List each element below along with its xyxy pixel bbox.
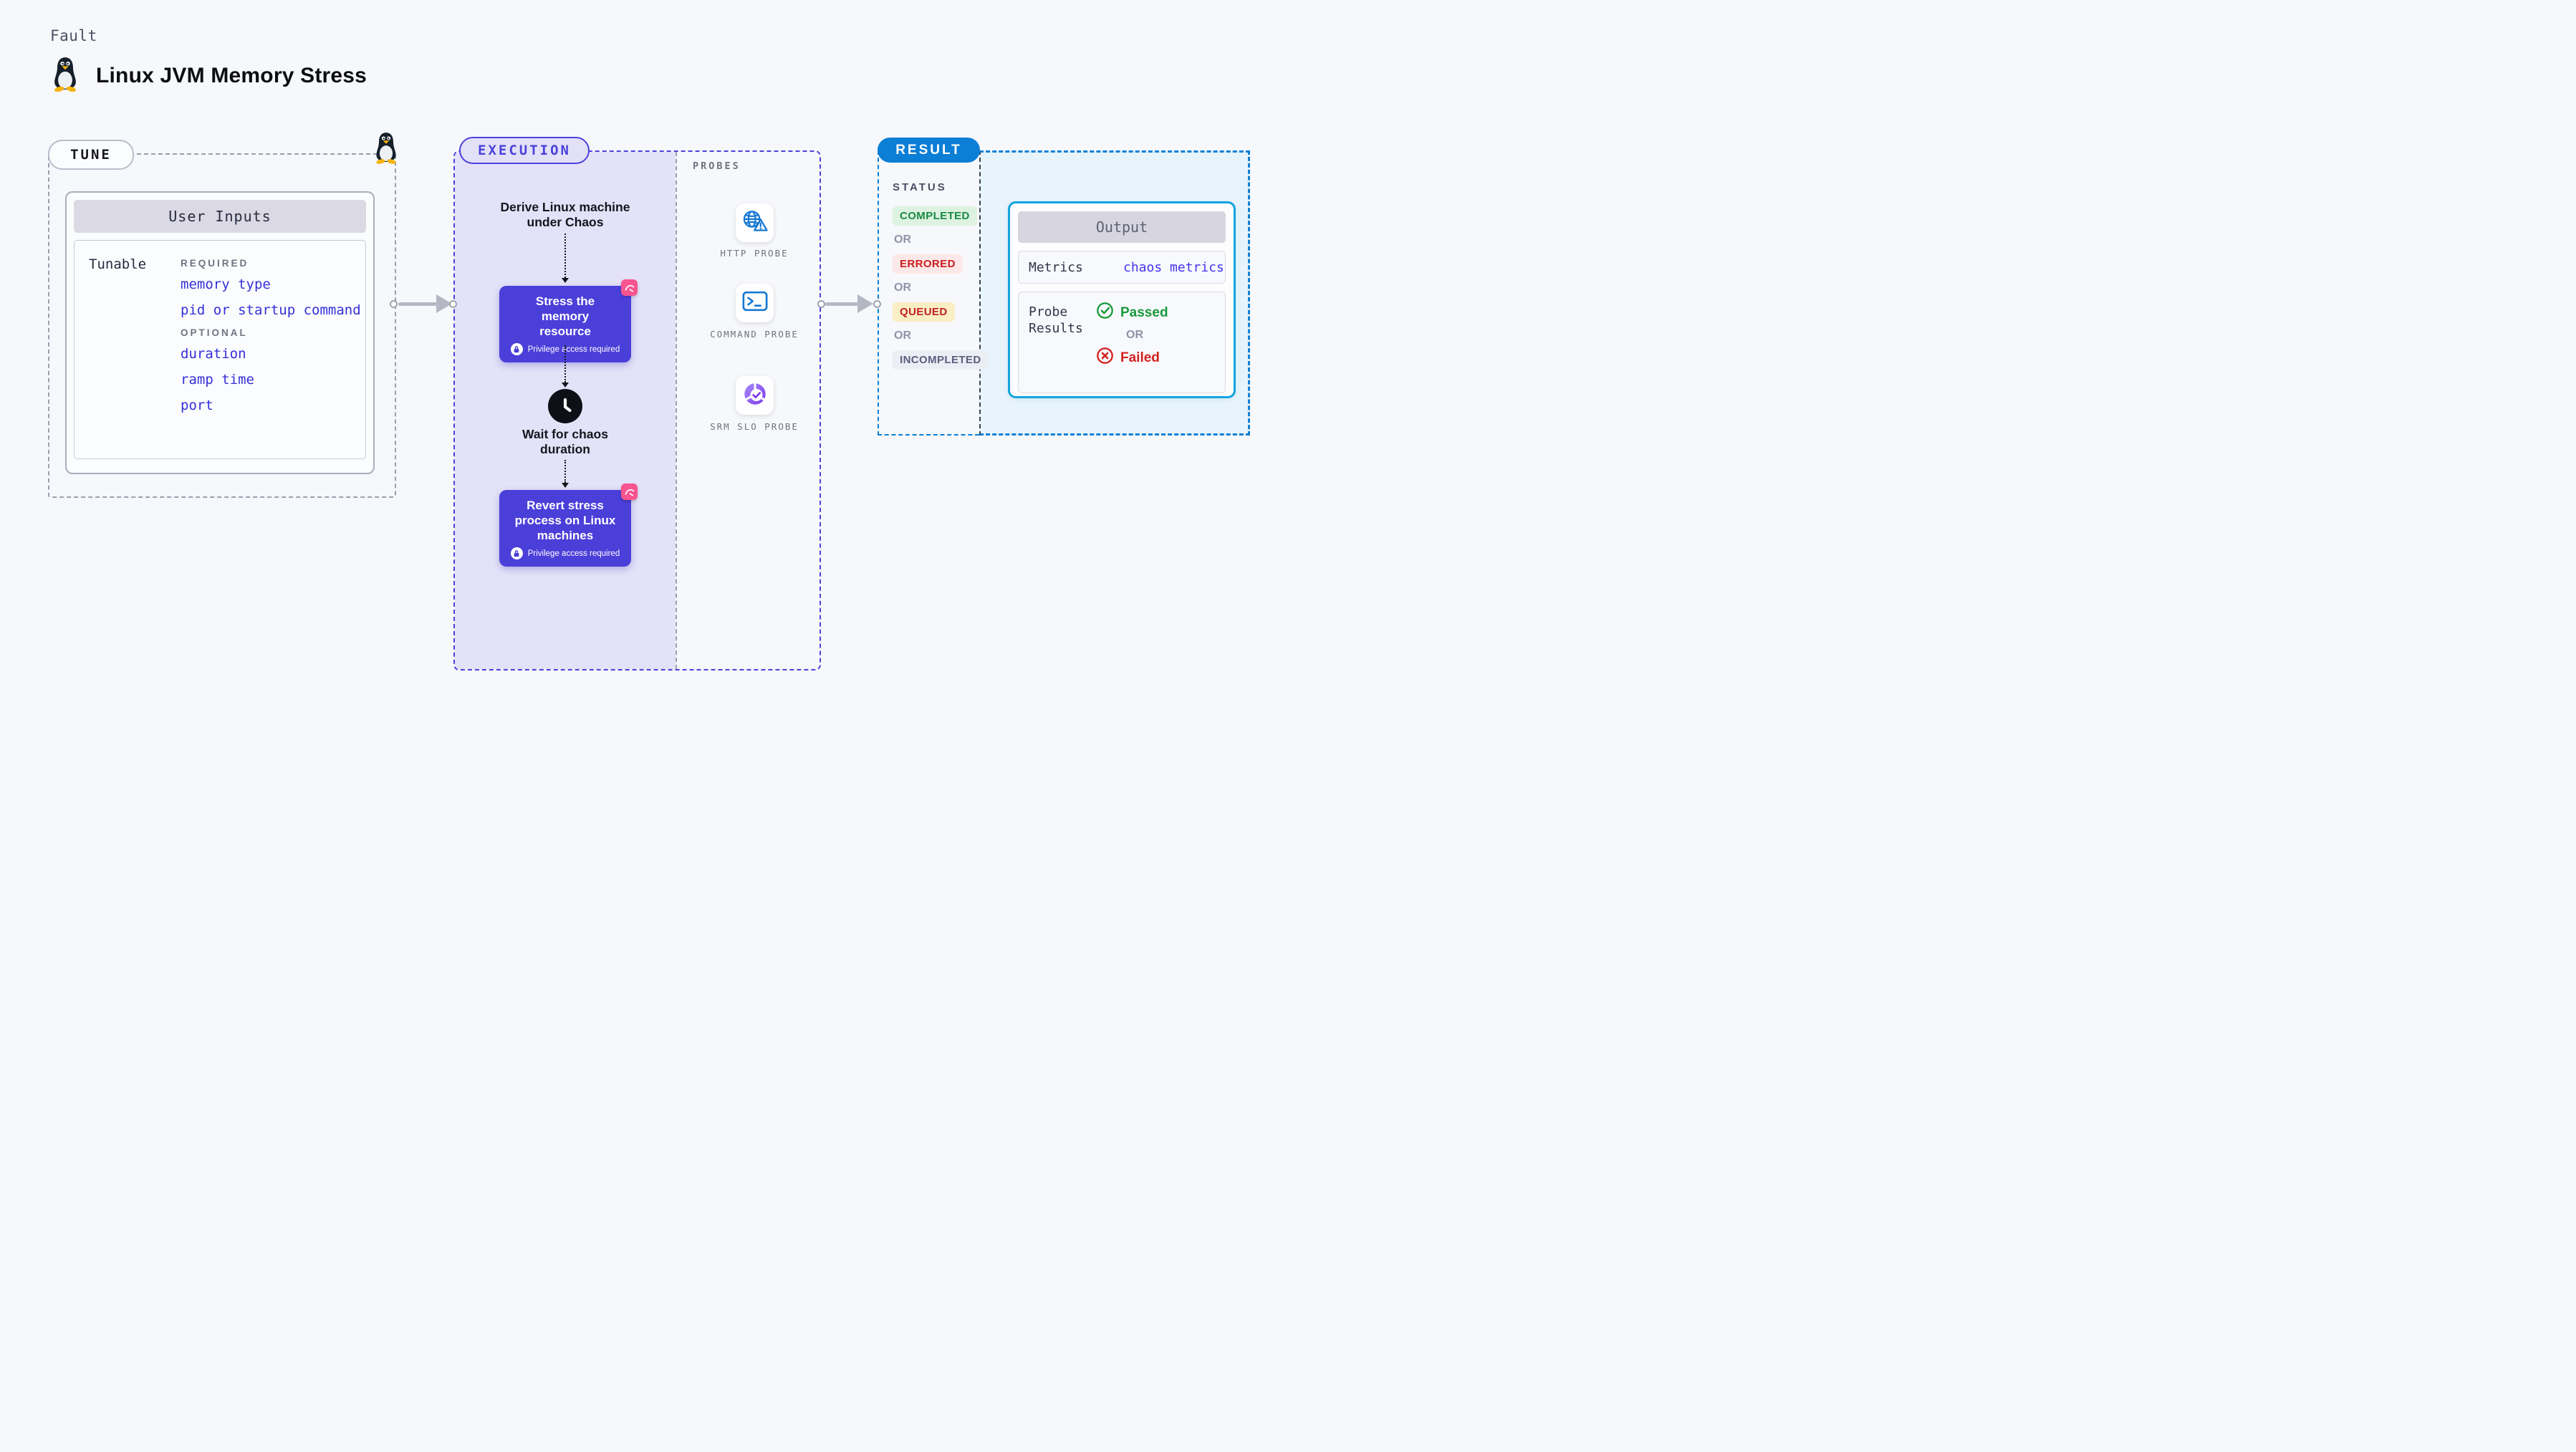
param-ramp-time[interactable]: ramp time [181,372,254,388]
tune-section-box [48,153,396,498]
stress-node-title: Stress the memory resource [535,294,595,338]
probe-results-row: Probe Results Passed OR [1018,292,1226,393]
http-probe-label: HTTP PROBE [720,248,789,259]
probes-pane: PROBES [676,152,820,669]
srm-slo-probe-card [736,376,774,415]
user-inputs-card: User Inputs Tunable REQUIRED memory type… [65,191,375,474]
privilege-badge-text: Privilege access required [527,549,620,558]
arrow-right-icon [857,294,873,313]
srm-slo-probe-label: SRM SLO PROBE [710,421,799,432]
probe-results-label: Probe Results [1029,304,1083,336]
connector-dot [817,300,825,308]
revert-stress-node: Revert stress process on Linux machines … [499,484,638,567]
fault-kicker: Fault [50,27,97,44]
command-probe-label: COMMAND PROBE [710,329,799,340]
revert-node-title: Revert stress process on Linux machines [514,499,616,542]
probes-heading: PROBES [693,160,741,172]
status-badge-errored: ERRORED [893,254,963,274]
or-separator: OR [894,234,911,246]
user-inputs-header: User Inputs [74,200,366,233]
http-probe-card [736,203,774,242]
derive-step-text: Derive Linux machine under Chaos [500,200,630,229]
arrow-tune-to-execution [398,302,437,306]
param-memory-type[interactable]: memory type [181,277,271,292]
lock-icon [510,343,523,355]
fault-diagram-page: Fault Linux JVM Memory Stress TUNE [0,0,1288,726]
globe-alert-icon [741,208,769,237]
status-heading: STATUS [893,181,947,193]
optional-heading: OPTIONAL [181,327,248,338]
arrow-down-icon [562,383,569,388]
page-title: Linux JVM Memory Stress [96,63,367,87]
connector-dot [449,300,457,308]
execution-pill: EXECUTION [459,137,590,164]
terminal-icon [741,289,769,317]
chaos-badge-icon [621,279,638,296]
param-pid-or-startup-command[interactable]: pid or startup command [181,302,361,318]
status-badge-incompleted: INCOMPLETED [893,350,989,370]
connector-dot [873,300,881,308]
status-badge-completed: COMPLETED [893,206,977,226]
status-list: COMPLETED OR ERRORED OR QUEUED OR INCOMP… [893,206,989,370]
tux-penguin-icon [50,56,80,95]
tune-pill: TUNE [48,140,134,170]
metrics-row: Metrics chaos metrics [1018,251,1226,284]
arrow-down-icon [562,278,569,283]
arrow-execution-to-result [825,302,858,306]
tunable-panel: Tunable REQUIRED memory type pid or star… [74,240,366,459]
arrow-down-icon [562,483,569,488]
passed-result: Passed [1096,302,1168,324]
flow-connector [564,345,566,383]
flow-connector [564,460,566,483]
slo-donut-icon [741,380,769,411]
privilege-row: Privilege access required [506,547,624,559]
or-separator: OR [894,330,911,342]
clock-icon [548,389,582,423]
status-badge-queued: QUEUED [893,302,955,322]
metrics-label: Metrics [1029,259,1083,275]
result-pill: RESULT [878,138,980,163]
tux-penguin-icon [373,131,400,168]
passed-label: Passed [1120,304,1168,320]
probe-results-values: Passed OR Failed [1096,302,1168,369]
privilege-badge-text: Privilege access required [527,345,620,354]
check-circle-icon [1096,302,1114,324]
parameter-list: REQUIRED memory type pid or startup comm… [181,254,361,418]
wait-step-text: Wait for chaos duration [522,427,608,456]
param-duration[interactable]: duration [181,346,246,362]
title-row: Linux JVM Memory Stress [50,56,367,95]
privilege-row: Privilege access required [506,343,624,355]
flow-connector [564,234,566,278]
or-separator: OR [1126,329,1143,341]
output-header: Output [1018,211,1226,243]
required-heading: REQUIRED [181,258,249,269]
x-circle-icon [1096,347,1114,369]
or-separator: OR [894,282,911,294]
connector-dot [390,300,398,308]
failed-result: Failed [1096,347,1168,369]
failed-label: Failed [1120,350,1160,365]
tunable-label: Tunable [89,256,147,272]
param-port[interactable]: port [181,398,213,413]
chaos-badge-icon [621,484,638,500]
output-card: Output Metrics chaos metrics Probe Resul… [1008,201,1236,398]
command-probe-card [736,284,774,322]
lock-icon [510,547,523,559]
metrics-value-link[interactable]: chaos metrics [1123,259,1224,275]
arrow-right-icon [436,294,452,313]
